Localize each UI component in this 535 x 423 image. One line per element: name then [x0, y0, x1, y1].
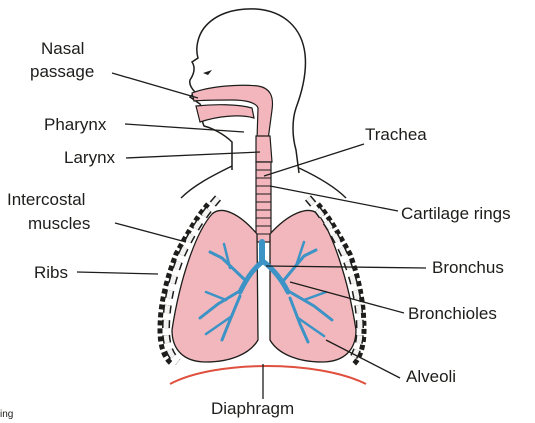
label-intercostal-line1: Intercostal — [7, 190, 85, 210]
mouth-cavity — [196, 105, 254, 122]
label-larynx: Larynx — [64, 148, 115, 168]
label-diaphragm: Diaphragm — [211, 399, 294, 419]
label-cartilage-rings: Cartilage rings — [401, 204, 511, 224]
left-shoulder — [181, 166, 232, 198]
label-bronchioles: Bronchioles — [408, 304, 497, 324]
label-nasal-line1: Nasal — [41, 39, 84, 59]
label-alveoli: Alveoli — [406, 367, 456, 387]
label-bronchus: Bronchus — [432, 258, 504, 278]
eye — [203, 70, 212, 75]
corner-text-fragment: ing — [0, 405, 13, 423]
label-nasal-line2: passage — [30, 62, 94, 82]
label-ribs: Ribs — [34, 263, 68, 283]
label-intercostal-line2: muscles — [28, 214, 90, 234]
larynx-shape — [256, 136, 272, 162]
label-trachea: Trachea — [365, 125, 427, 145]
label-pharynx: Pharynx — [44, 115, 106, 135]
diaphragm-curve — [170, 366, 366, 384]
